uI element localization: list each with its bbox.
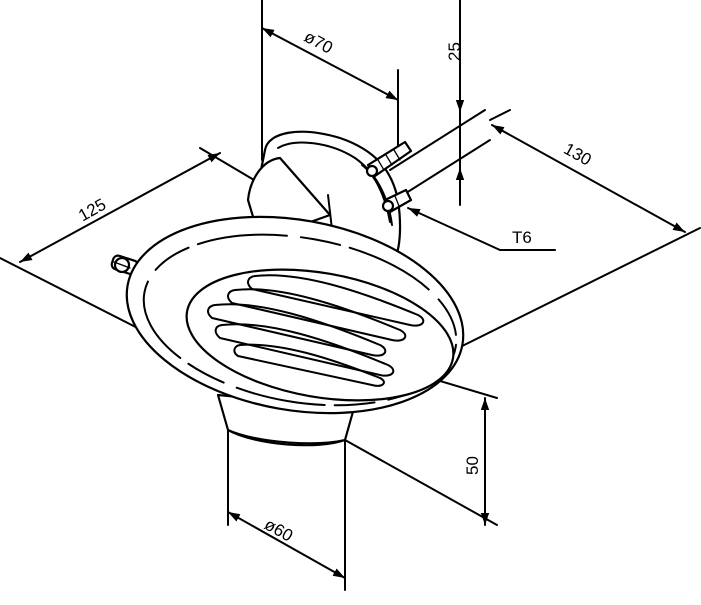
dimension-label-70: ø70 [301, 27, 336, 58]
dimension-label-60: ø60 [261, 515, 296, 546]
mounting-screw-lower [381, 188, 413, 214]
mounting-screw-upper [365, 140, 413, 178]
grill-slots [207, 274, 425, 387]
dimension-label-125: 125 [75, 195, 109, 225]
dimension-label-50: 50 [463, 456, 482, 475]
soap-dish [110, 130, 465, 447]
dimension-label-t6: T6 [512, 228, 532, 247]
extension-lines [0, 0, 701, 591]
dimension-label-25: 25 [445, 42, 464, 61]
dimension-lines [19, 27, 686, 579]
